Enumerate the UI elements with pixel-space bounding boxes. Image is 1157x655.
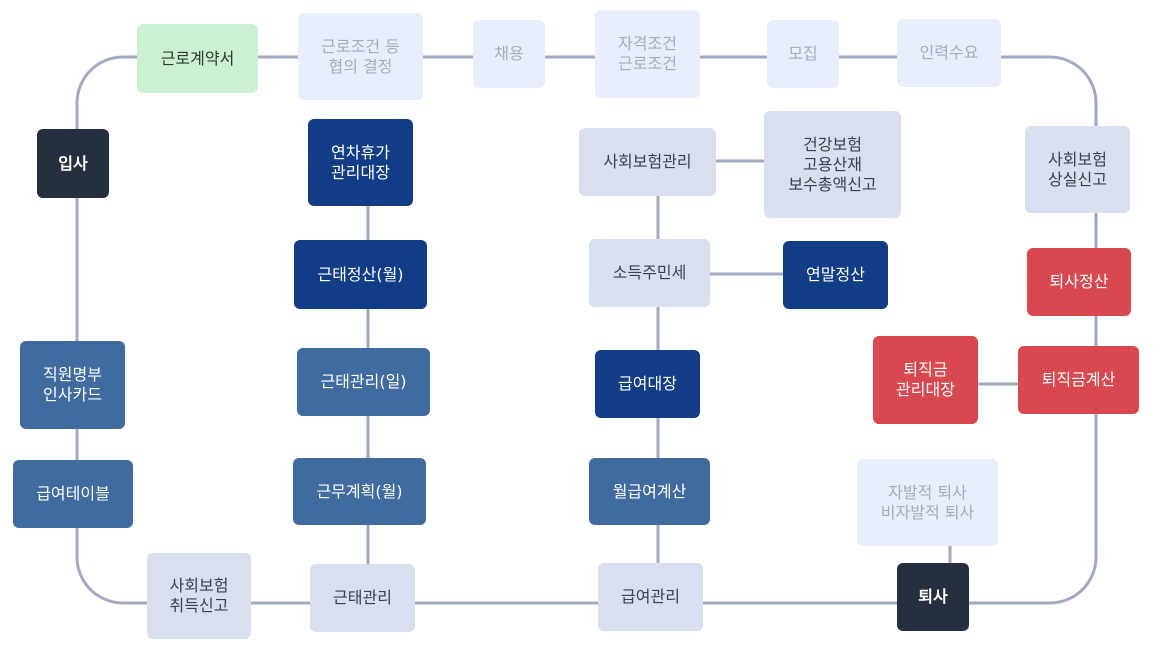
hiring-node: 채용 xyxy=(473,20,545,88)
labor-contract-node: 근로계약서 xyxy=(137,24,258,93)
annual-leave-register-node: 연차휴가 관리대장 xyxy=(308,119,413,206)
salary-table-node: 급여테이블 xyxy=(13,460,133,528)
manpower-demand-node: 인력수요 xyxy=(897,19,1001,87)
payroll-register-node: 급여대장 xyxy=(595,350,700,418)
social-ins-management-node: 사회보험관리 xyxy=(579,128,716,196)
year-end-settlement-node: 연말정산 xyxy=(783,241,888,309)
recruitment-node: 모집 xyxy=(767,20,839,88)
attendance-management-node: 근태관리 xyxy=(310,564,415,632)
resignation-node: 퇴사 xyxy=(897,563,969,631)
resignation-settlement-node: 퇴사정산 xyxy=(1027,248,1131,316)
social-ins-acquisition-node: 사회보험 취득신고 xyxy=(147,553,251,639)
labor-terms-negotiation-node: 근로조건 등 협의 결정 xyxy=(298,13,423,100)
severance-calc-node: 퇴직금계산 xyxy=(1018,346,1139,414)
monthly-payroll-calc-node: 월급여계산 xyxy=(589,458,710,525)
severance-register-node: 퇴직금 관리대장 xyxy=(873,336,978,424)
health-employment-report-node: 건강보험 고용산재 보수총액신고 xyxy=(764,111,901,218)
employee-register-node: 직원명부 인사카드 xyxy=(20,341,125,429)
social-ins-loss-node: 사회보험 상실신고 xyxy=(1025,126,1130,213)
join-node: 입사 xyxy=(37,129,109,198)
attendance-daily-node: 근태관리(일) xyxy=(297,348,430,416)
attendance-settle-monthly-node: 근태정산(월) xyxy=(294,240,427,309)
payroll-management-node: 급여관리 xyxy=(598,563,703,631)
income-resident-tax-node: 소득주민세 xyxy=(589,239,710,307)
work-plan-monthly-node: 근무계획(월) xyxy=(293,458,426,525)
resignation-types-node: 자발적 퇴사 비자발적 퇴사 xyxy=(857,459,998,546)
qualifications-node: 자격조건 근로조건 xyxy=(595,10,700,98)
